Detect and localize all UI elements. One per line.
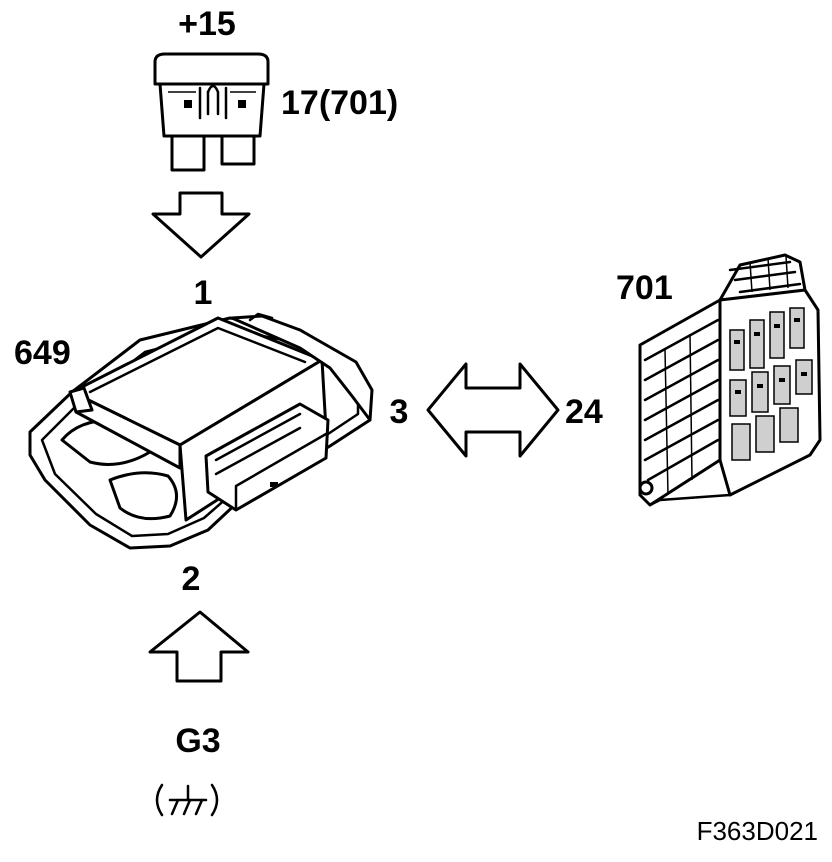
blade-fuse-icon: [153, 52, 270, 172]
chassis-ground-icon: [155, 783, 219, 817]
arrow-down-icon: [151, 191, 251, 259]
fuse-supply-label: +15: [178, 5, 236, 43]
arrow-up-icon: [148, 610, 250, 683]
double-arrow-icon: [426, 362, 560, 458]
pin-1-label: 1: [194, 274, 213, 312]
control-module-icon: [28, 312, 374, 550]
ground-id-label: G3: [175, 722, 220, 760]
pin-3-label: 3: [390, 393, 409, 431]
fuse-box-icon: [638, 253, 822, 507]
fusebox-pin-label: 24: [565, 393, 603, 431]
module-id-label: 649: [14, 334, 71, 372]
fusebox-id-label: 701: [616, 269, 673, 307]
fuse-reference-label: 17(701): [281, 84, 398, 122]
pin-2-label: 2: [182, 560, 201, 598]
figure-reference-label: F363D021: [697, 816, 818, 846]
